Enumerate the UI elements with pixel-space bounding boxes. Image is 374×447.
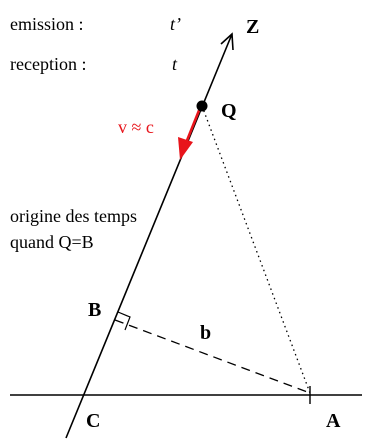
point-b-label: B (88, 299, 101, 321)
emission-label: emission : (10, 14, 84, 34)
q-to-a-dotted-line (201, 105, 311, 394)
segment-b-label: b (200, 322, 211, 344)
point-z-label: Z (246, 16, 259, 38)
reception-label: reception : (10, 54, 86, 74)
right-angle-marker (117, 311, 131, 331)
point-q-dot (196, 100, 208, 112)
velocity-arrowhead (178, 137, 193, 160)
emission-variable: t’ (170, 14, 181, 34)
point-a-label: A (326, 410, 341, 432)
velocity-arrow-shaft (184, 107, 202, 144)
z-arrowhead (220, 32, 234, 51)
reception-variable: t (172, 54, 178, 74)
point-q-label: Q (221, 100, 237, 122)
origin-text-line-2: quand Q=B (10, 232, 94, 252)
b-to-a-dashed-line (114, 319, 311, 394)
point-c-label: C (86, 410, 100, 432)
velocity-label: v ≈ c (118, 117, 154, 137)
origin-text-line-1: origine des temps (10, 206, 137, 226)
